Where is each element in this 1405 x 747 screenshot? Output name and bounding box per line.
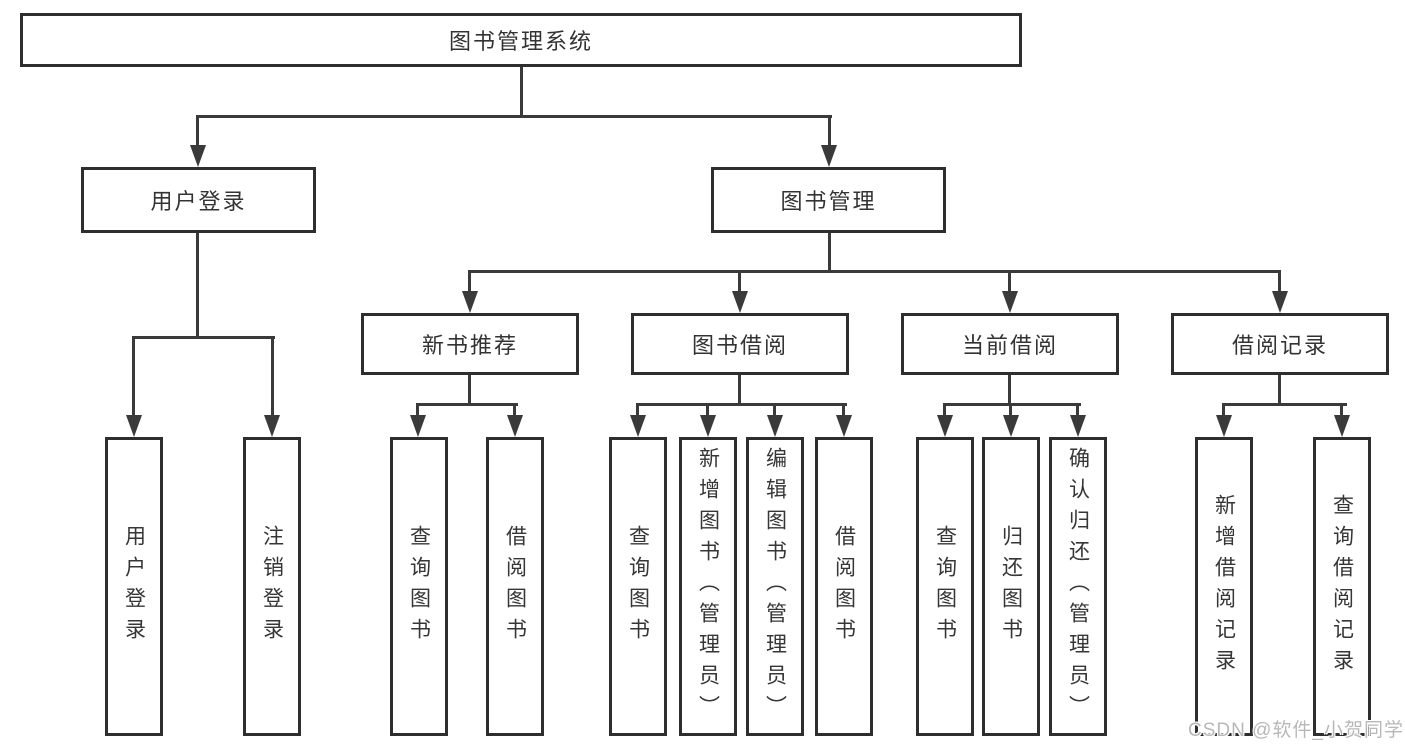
leaf-label: 查询图书 [933, 524, 957, 649]
arrow-down-icon [937, 415, 953, 437]
leaf-borrow-books-recommend: 借阅图书 [486, 437, 544, 736]
arrow-down-icon [1070, 415, 1086, 437]
connector-line [132, 336, 135, 419]
connector-line [1222, 403, 1347, 406]
node-current-borrowing: 当前借阅 [901, 313, 1119, 375]
connector-line [943, 403, 1081, 406]
arrow-down-icon [410, 415, 426, 437]
arrow-down-icon [462, 291, 478, 313]
leaf-label: 新增图书（管理员） [696, 447, 720, 726]
connector-line [842, 403, 845, 419]
arrow-down-icon [264, 415, 280, 437]
leaf-add-borrow-record: 新增借阅记录 [1195, 437, 1253, 736]
connector-line [196, 233, 199, 338]
connector-line [1222, 403, 1225, 419]
connector-line [513, 403, 516, 419]
leaf-label: 新增借阅记录 [1212, 493, 1236, 680]
leaf-label: 用户登录 [122, 524, 146, 649]
connector-line [520, 65, 523, 118]
arrow-down-icon [126, 415, 142, 437]
node-book-borrowing: 图书借阅 [631, 313, 849, 375]
leaf-label: 查询借阅记录 [1330, 493, 1354, 680]
leaf-return-books: 归还图书 [982, 437, 1040, 736]
leaf-label: 注销登录 [260, 524, 284, 649]
leaf-query-books-current: 查询图书 [916, 437, 974, 736]
leaf-add-books-admin: 新增图书（管理员） [679, 437, 737, 736]
connector-line [468, 270, 1281, 273]
connector-line [416, 403, 419, 419]
connector-line [828, 115, 831, 149]
connector-line [773, 403, 776, 419]
leaf-label: 确认归还（管理员） [1066, 447, 1090, 726]
arrow-down-icon [1003, 415, 1019, 437]
connector-line [1009, 403, 1012, 419]
connector-line [1008, 270, 1011, 295]
connector-line [1278, 375, 1281, 406]
leaf-query-books-borrowing: 查询图书 [609, 437, 667, 736]
connector-line [271, 336, 274, 419]
arrow-down-icon [767, 415, 783, 437]
connector-line [706, 403, 709, 419]
leaf-query-borrow-record: 查询借阅记录 [1313, 437, 1371, 736]
connector-line [636, 403, 847, 406]
csdn-watermark: CSDN @软件_小贺同学 [1188, 720, 1404, 741]
connector-line [943, 403, 946, 419]
connector-line [1008, 375, 1011, 406]
leaf-confirm-return-admin: 确认归还（管理员） [1049, 437, 1107, 736]
leaf-label: 编辑图书（管理员） [763, 447, 787, 726]
node-borrowing-records: 借阅记录 [1171, 313, 1389, 375]
arrow-down-icon [1272, 291, 1288, 313]
arrow-down-icon [1002, 291, 1018, 313]
connector-line [738, 270, 741, 295]
connector-line [132, 336, 275, 339]
node-new-book-recommend: 新书推荐 [361, 313, 579, 375]
connector-line [1278, 270, 1281, 295]
arrow-down-icon [1334, 415, 1350, 437]
connector-line [738, 375, 741, 406]
arrow-down-icon [1216, 415, 1232, 437]
leaf-logout: 注销登录 [243, 437, 301, 736]
connector-line [468, 270, 471, 295]
leaf-user-login: 用户登录 [105, 437, 163, 736]
leaf-borrow-books-borrowing: 借阅图书 [815, 437, 873, 736]
connector-line [196, 115, 199, 149]
leaf-label: 借阅图书 [832, 524, 856, 649]
leaf-label: 借阅图书 [503, 524, 527, 649]
arrow-down-icon [190, 145, 206, 167]
connector-line [416, 403, 518, 406]
arrow-down-icon [836, 415, 852, 437]
connector-line [1340, 403, 1343, 419]
arrow-down-icon [821, 145, 837, 167]
arrow-down-icon [700, 415, 716, 437]
connector-line [196, 115, 832, 118]
leaf-edit-books-admin: 编辑图书（管理员） [746, 437, 804, 736]
node-book-management: 图书管理 [711, 167, 946, 233]
connector-line [828, 233, 831, 273]
leaf-query-books-recommend: 查询图书 [390, 437, 448, 736]
node-root: 图书管理系统 [20, 13, 1022, 67]
arrow-down-icon [732, 291, 748, 313]
leaf-label: 查询图书 [407, 524, 431, 649]
arrow-down-icon [507, 415, 523, 437]
connector-line [636, 403, 639, 419]
leaf-label: 查询图书 [626, 524, 650, 649]
connector-line [1076, 403, 1079, 419]
leaf-label: 归还图书 [999, 524, 1023, 649]
arrow-down-icon [630, 415, 646, 437]
node-user-login: 用户登录 [81, 167, 316, 233]
connector-line [468, 375, 471, 406]
